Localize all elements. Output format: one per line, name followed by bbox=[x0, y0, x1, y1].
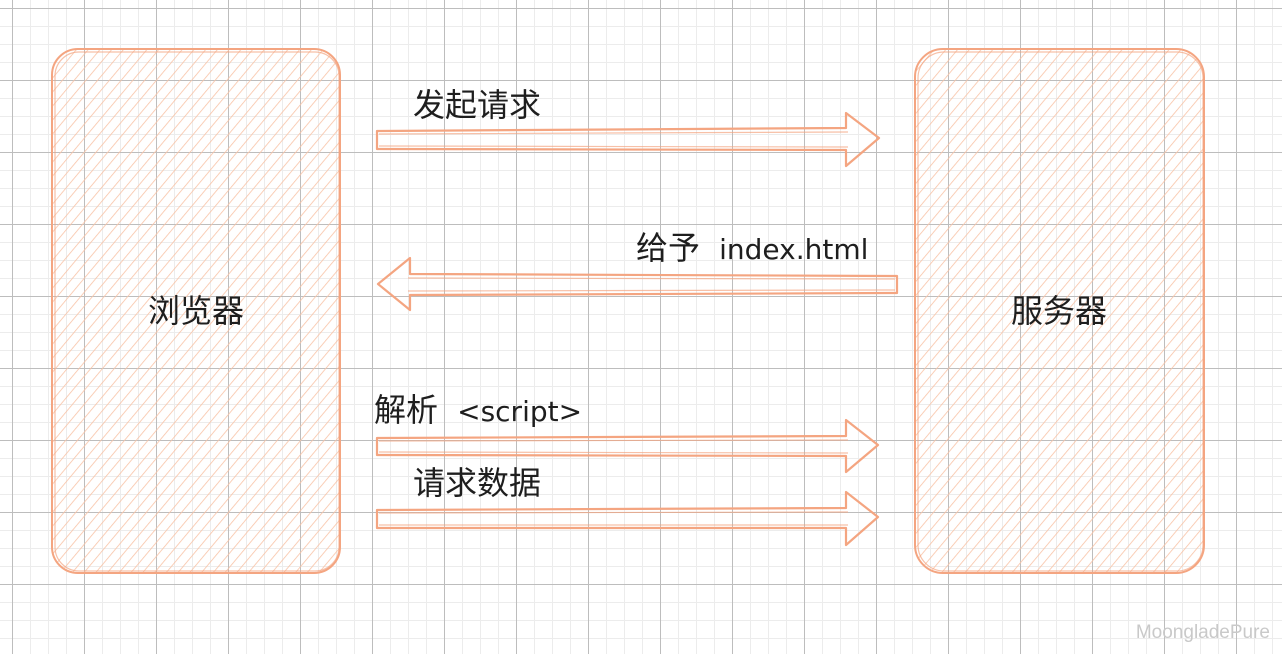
server-label: 服务器 bbox=[1011, 292, 1107, 330]
server-node[interactable]: 服务器 bbox=[914, 48, 1205, 574]
arrow-response: 给予 index.html bbox=[376, 229, 899, 312]
label-fetch-data: 请求数据 bbox=[413, 464, 541, 502]
arrow-fetch-data: 请求数据 bbox=[375, 464, 880, 547]
arrow-request: 发起请求 bbox=[375, 86, 881, 168]
browser-label: 浏览器 bbox=[148, 292, 244, 330]
label-parse-en: <script> bbox=[457, 395, 582, 428]
label-response: 给予 index.html bbox=[636, 229, 868, 267]
label-request: 发起请求 bbox=[413, 86, 541, 124]
label-parse-cn: 解析 bbox=[374, 391, 438, 429]
arrow-parse: 解析 <script> bbox=[374, 391, 880, 474]
label-response-cn: 给予 bbox=[636, 229, 700, 267]
browser-node[interactable]: 浏览器 bbox=[51, 48, 341, 574]
watermark: MoongladePure bbox=[1135, 622, 1270, 643]
label-response-en: index.html bbox=[719, 233, 868, 266]
label-parse: 解析 <script> bbox=[374, 391, 582, 429]
